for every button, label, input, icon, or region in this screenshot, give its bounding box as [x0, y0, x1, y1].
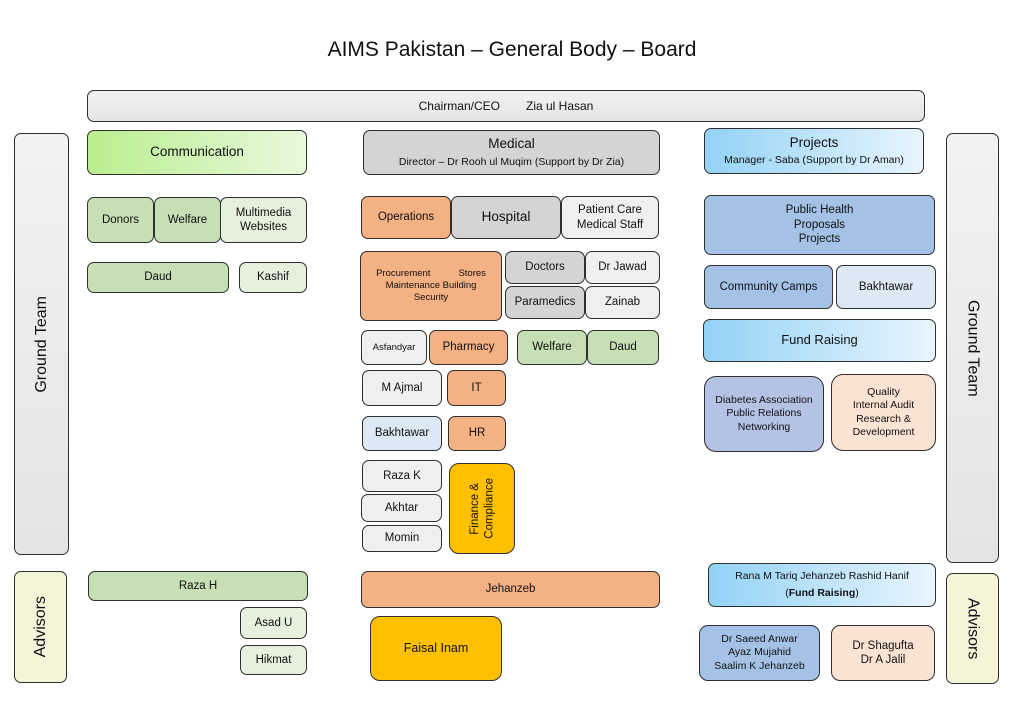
med-momin: Momin — [362, 525, 442, 552]
proj-advisors-doctors: Dr Shagufta Dr A Jalil — [831, 625, 935, 681]
chairman-name: Zia ul Hasan — [525, 98, 594, 113]
ground-team-right: Ground Team — [946, 133, 999, 563]
proj-quality: Quality Internal Audit Research & Develo… — [831, 374, 936, 451]
med-hr: HR — [448, 416, 506, 451]
chairman-role: Chairman/CEO — [418, 98, 500, 113]
med-patient-care: Patient Care Medical Staff — [561, 196, 659, 239]
proj-fund-raising: Fund Raising — [703, 319, 936, 362]
comm-daud: Daud — [87, 262, 229, 293]
comm-multimedia: Multimedia Websites — [220, 197, 307, 243]
med-operations: Operations — [361, 196, 451, 239]
comm-kashif: Kashif — [239, 262, 307, 293]
proj-bakhtawar: Bakhtawar — [836, 265, 936, 309]
med-dr-jawad: Dr Jawad — [585, 251, 660, 284]
advisors-left: Advisors — [14, 571, 67, 683]
med-it: IT — [447, 370, 506, 406]
med-advisor-faisal: Faisal Inam — [370, 616, 502, 681]
projects-header: Projects Manager - Saba (Support by Dr A… — [704, 128, 924, 174]
ground-team-left: Ground Team — [14, 133, 69, 555]
advisors-right: Advisors — [946, 573, 999, 684]
medical-header: Medical Director – Dr Rooh ul Muqim (Sup… — [363, 130, 660, 175]
med-advisor-jehanzeb: Jehanzeb — [361, 571, 660, 608]
med-doctors: Doctors — [505, 251, 585, 284]
proj-public-health: Public Health Proposals Projects — [704, 195, 935, 255]
comm-donors: Donors — [87, 197, 154, 243]
communication-header: Communication — [87, 130, 307, 175]
page-title: AIMS Pakistan – General Body – Board — [327, 38, 697, 61]
proj-advisors-group: Dr Saeed Anwar Ayaz Mujahid Saalim K Jeh… — [699, 625, 820, 681]
comm-welfare: Welfare — [154, 197, 221, 243]
med-m-ajmal: M Ajmal — [362, 370, 442, 406]
med-finance-compliance: Finance &Compliance — [449, 463, 515, 554]
proj-diabetes: Diabetes Association Public Relations Ne… — [704, 376, 824, 452]
med-hospital: Hospital — [451, 196, 561, 239]
comm-advisor-hikmat: Hikmat — [240, 645, 307, 675]
med-paramedics: Paramedics — [505, 286, 585, 319]
med-pharmacy: Pharmacy — [429, 330, 508, 365]
proj-advisor-fund-raising: Rana M Tariq Jehanzeb Rashid Hanif (Fund… — [708, 563, 936, 607]
med-daud: Daud — [587, 330, 659, 365]
med-zainab: Zainab — [585, 286, 660, 319]
comm-advisor-raza: Raza H — [88, 571, 308, 601]
chairman-bar: Chairman/CEO Zia ul Hasan — [87, 90, 925, 122]
med-welfare: Welfare — [517, 330, 587, 365]
med-akhtar: Akhtar — [361, 494, 442, 522]
comm-advisor-asad: Asad U — [240, 607, 307, 639]
med-asfandyar: Asfandyar — [361, 330, 427, 365]
med-raza-k: Raza K — [362, 460, 442, 492]
med-bakhtawar: Bakhtawar — [362, 416, 442, 451]
proj-community-camps: Community Camps — [704, 265, 833, 309]
